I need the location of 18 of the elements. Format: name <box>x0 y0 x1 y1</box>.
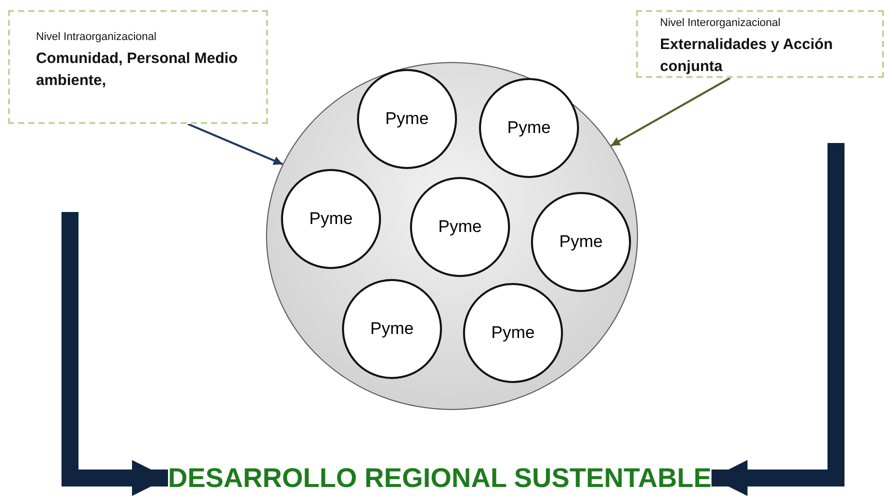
company-circle: Pyme <box>463 283 563 383</box>
bent-arrow <box>62 212 168 496</box>
topic-text: Comunidad, Personal Medio ambiente, <box>36 49 239 91</box>
topic-text: Externalidades y Acción conjunta <box>660 35 834 77</box>
level-label: Nivel Intraorganizacional <box>36 30 158 44</box>
level-label: Nivel Interorganizacional <box>660 16 782 30</box>
note-box <box>636 10 884 78</box>
note-box <box>8 10 268 124</box>
company-circle: Pyme <box>342 279 442 379</box>
arrow <box>610 77 731 147</box>
bent-arrow <box>712 143 844 496</box>
company-circle: Pyme <box>357 69 457 169</box>
company-circle: Pyme <box>410 177 510 277</box>
company-circle: Pyme <box>479 78 579 178</box>
arrow <box>188 123 283 166</box>
company-circle: Pyme <box>531 192 631 292</box>
heading-text: DESARROLLO REGIONAL SUSTENTABLE <box>168 462 712 494</box>
company-circle: Pyme <box>281 169 381 269</box>
